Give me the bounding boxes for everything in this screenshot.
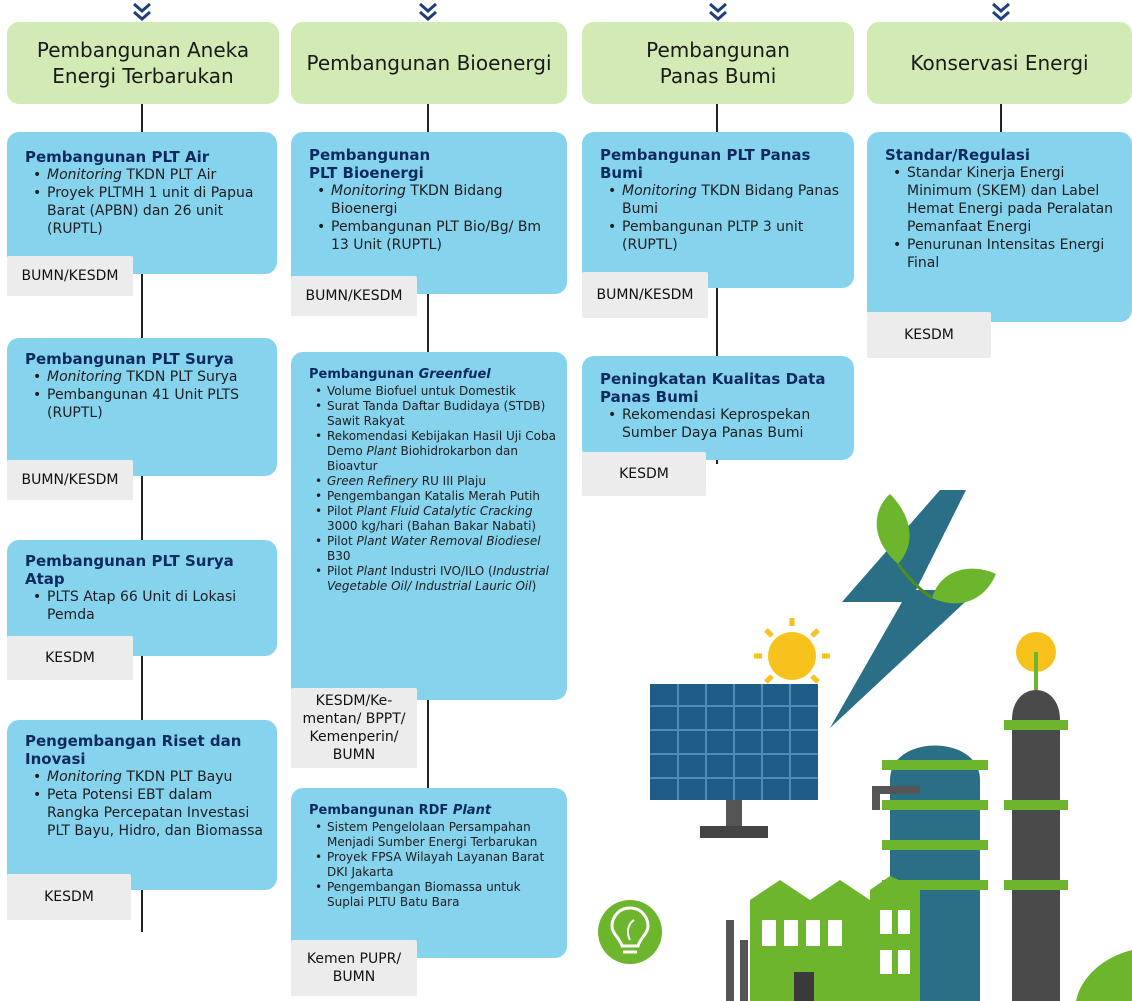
- connector-line: [1000, 104, 1002, 144]
- agency-tag: KESDM: [582, 452, 706, 496]
- connector-line: [141, 104, 143, 932]
- agency-tag: BUMN/KESDM: [582, 272, 708, 318]
- program-box-standar-regulasi: Standar/Regulasi Standar Kinerja Energi …: [867, 132, 1132, 322]
- sun-icon: [754, 618, 830, 694]
- renewable-energy-illustration: [598, 490, 1132, 1001]
- program-box-riset-inovasi: Pengembangan Riset dan Inovasi Monitorin…: [7, 720, 277, 890]
- chevron-down-icon: [413, 0, 443, 30]
- program-box-plt-bioenergi: Pembangunan PLT Bioenergi Monitoring TKD…: [291, 132, 567, 294]
- program-box-rdf-plant: Pembangunan RDF Plant Sistem Pengelolaan…: [291, 788, 567, 958]
- leaf-icon: [1076, 950, 1132, 1001]
- pipes-icon: [726, 786, 920, 1001]
- agency-tag: Kemen PUPR/ BUMN: [291, 940, 417, 996]
- program-box-kualitas-data: Peningkatan Kualitas Data Panas Bumi Rek…: [582, 356, 854, 460]
- lightning-bolt-icon: [830, 490, 978, 728]
- agency-tag: BUMN/KESDM: [7, 256, 133, 296]
- solar-panel-icon: [650, 684, 818, 838]
- factory-building-icon: [750, 876, 920, 1001]
- chimney-icon: [1004, 632, 1068, 1001]
- leaf-icon: [876, 494, 996, 604]
- chevron-down-icon: [703, 0, 733, 30]
- agency-tag: KESDM/Ke-mentan/ BPPT/ Kemenperin/ BUMN: [291, 688, 417, 768]
- column-header-panas-bumi: Pembangunan Panas Bumi: [582, 22, 854, 104]
- program-box-plt-panas-bumi: Pembangunan PLT Panas Bumi Monitoring TK…: [582, 132, 854, 288]
- column-header-konservasi: Konservasi Energi: [867, 22, 1132, 104]
- program-box-greenfuel: Pembangunan Greenfuel Volume Biofuel unt…: [291, 352, 567, 700]
- agency-tag: BUMN/KESDM: [291, 276, 417, 316]
- chevron-down-icon: [986, 0, 1016, 30]
- agency-tag: KESDM: [867, 312, 991, 358]
- program-box-plt-surya: Pembangunan PLT Surya Monitoring TKDN PL…: [7, 338, 277, 476]
- agency-tag: KESDM: [7, 636, 133, 680]
- column-header-aneka-energi: Pembangunan Aneka Energi Terbarukan: [7, 22, 279, 104]
- agency-tag: BUMN/KESDM: [7, 460, 133, 500]
- agency-tag: KESDM: [7, 874, 131, 920]
- chevron-down-icon: [127, 0, 157, 30]
- eco-bulb-icon: [598, 900, 662, 964]
- program-box-plt-air: Pembangunan PLT Air Monitoring TKDN PLT …: [7, 132, 277, 274]
- column-header-bioenergi: Pembangunan Bioenergi: [291, 22, 567, 104]
